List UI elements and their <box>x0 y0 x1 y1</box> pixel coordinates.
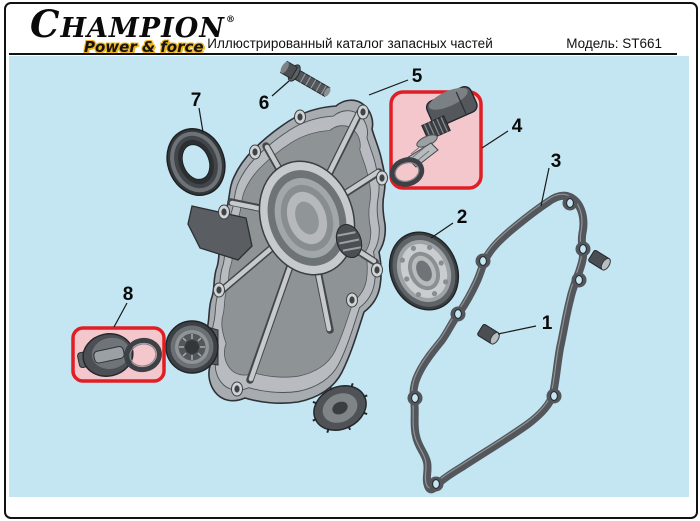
gasket-band <box>409 191 588 494</box>
part-8-drain-plug[interactable] <box>71 326 166 383</box>
plug-body <box>77 333 134 377</box>
page-title: Иллюстрированный каталог запасных частей <box>207 36 493 51</box>
brand-tagline: Power & force <box>84 37 204 56</box>
boss-threads <box>179 334 205 360</box>
cap-head <box>425 85 478 128</box>
callout-8-label[interactable]: 8 <box>123 284 134 305</box>
cover-bolt-holes <box>213 104 388 397</box>
brand-wordmark: CHAMPION® <box>30 4 236 45</box>
callout-6-label[interactable]: 6 <box>259 93 270 114</box>
worm-gear <box>335 224 363 258</box>
brand-text: CHAMPION <box>30 2 225 46</box>
gasket-bolt-holes <box>407 195 591 492</box>
callout-3-label[interactable]: 3 <box>551 151 562 172</box>
cap-o-ring <box>389 157 425 187</box>
part-5-crankcase-cover[interactable] <box>165 99 388 405</box>
leader-lines <box>113 79 550 335</box>
exploded-view-svg: 1 2 3 4 5 6 7 8 <box>71 58 612 494</box>
plug-o-ring <box>124 337 162 373</box>
dowel-pin <box>588 249 611 271</box>
registered-mark-icon: ® <box>225 15 236 25</box>
callout-labels: 1 2 3 4 5 6 7 8 <box>123 66 562 334</box>
header-divider <box>9 53 677 55</box>
part-2-bearing[interactable] <box>377 221 471 321</box>
callout-5-label[interactable]: 5 <box>412 66 423 87</box>
part-3-gasket[interactable] <box>407 191 591 494</box>
cover-main-bore <box>258 160 356 276</box>
champion-logo: CHAMPION® Power & force <box>30 4 236 56</box>
part-7-oil-seal[interactable] <box>157 120 234 204</box>
gasket-highlight <box>411 193 583 489</box>
part-1-dowel-pins[interactable] <box>477 249 612 346</box>
callout-2-label[interactable]: 2 <box>457 207 468 228</box>
callout-7-label[interactable]: 7 <box>191 90 202 111</box>
model-label: Модель: ST661 <box>566 36 662 51</box>
bearing-balls <box>399 244 449 298</box>
cover-bracket <box>187 205 253 261</box>
callout-4-label[interactable]: 4 <box>512 116 523 137</box>
governor-gear <box>312 382 368 434</box>
diagram-canvas: 1 2 3 4 5 6 7 8 <box>9 56 689 497</box>
oil-fill-boss <box>165 320 219 374</box>
part-6-bolt[interactable] <box>278 58 334 101</box>
part-4-oil-filler-cap[interactable] <box>389 82 483 190</box>
callout-1-label[interactable]: 1 <box>542 313 553 334</box>
dowel-pin <box>477 323 500 345</box>
